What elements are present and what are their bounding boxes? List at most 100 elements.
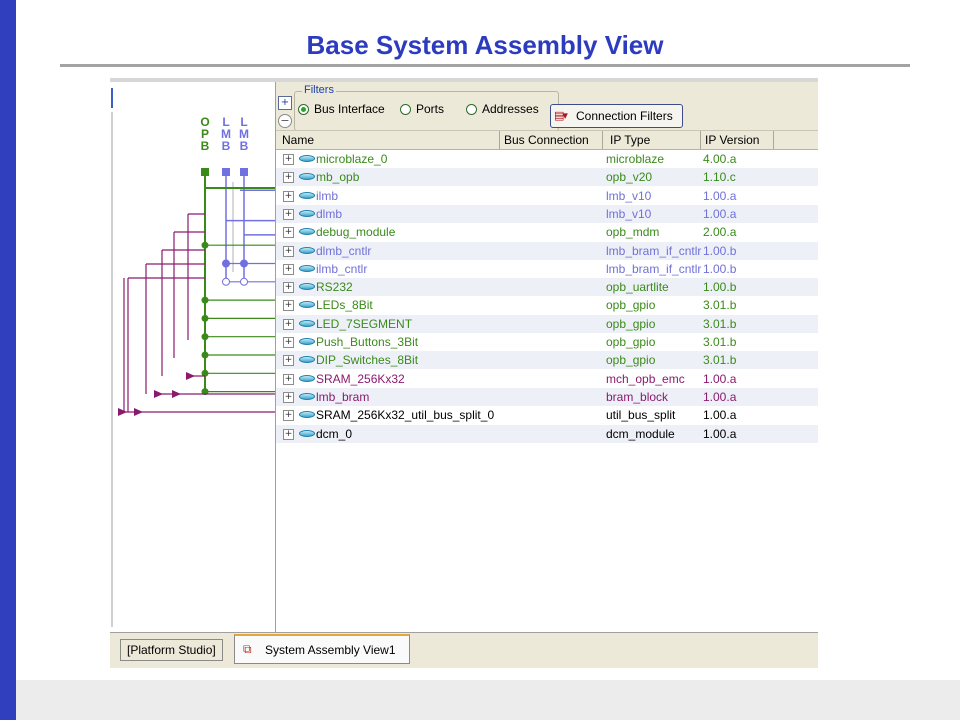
lmb-bus-connector-icon — [240, 168, 248, 176]
ip-table: Name Bus Connection IP Type IP Version +… — [276, 130, 818, 632]
table-header: Name Bus Connection IP Type IP Version — [276, 130, 818, 150]
tree-expand-icon[interactable]: + — [283, 318, 294, 330]
ip-core-icon — [299, 374, 315, 382]
bus-header-letter: B — [239, 139, 249, 153]
ip-core-icon — [299, 264, 315, 272]
column-divider[interactable] — [773, 131, 774, 149]
row-ip-version: 1.00.a — [703, 188, 737, 203]
slide-title: Base System Assembly View — [306, 30, 664, 60]
row-ip-type: opb_gpio — [606, 335, 656, 349]
tab-system-assembly-view[interactable]: ⧉ System Assembly View1 — [234, 634, 410, 664]
bus-connection-dot-icon — [240, 259, 248, 268]
slide-accent-bar — [0, 0, 16, 720]
lmb-bus-connector-icon — [222, 168, 230, 176]
bus-diagram-canvas — [111, 88, 275, 627]
bus-connection-dot-icon — [222, 277, 230, 286]
column-header-ip-version[interactable]: IP Version — [705, 133, 760, 147]
tree-expand-icon[interactable]: + — [283, 190, 294, 202]
tree-expand-icon[interactable]: + — [283, 227, 294, 239]
row-ip-version: 1.00.a — [703, 206, 737, 221]
ip-core-icon — [299, 411, 315, 419]
tree-expand-icon[interactable]: + — [283, 428, 294, 440]
radio-addresses-label: Addresses — [482, 102, 539, 116]
radio-unselected-icon[interactable] — [400, 103, 411, 115]
tree-expand-icon[interactable]: + — [283, 373, 294, 385]
bus-header-letter: M — [239, 127, 249, 141]
row-ip-version: 1.00.a — [703, 389, 737, 404]
column-divider[interactable] — [602, 131, 603, 149]
tree-expand-icon[interactable]: + — [283, 172, 294, 184]
column-header-ip-type[interactable]: IP Type — [610, 133, 651, 147]
bus-header-letter: B — [221, 139, 231, 153]
column-divider[interactable] — [700, 131, 701, 149]
bus-connection-dot-icon — [201, 241, 209, 249]
tree-expand-icon[interactable]: + — [283, 263, 294, 275]
row-name: LEDs_8Bit — [316, 298, 373, 313]
radio-selected-icon[interactable] — [298, 103, 309, 115]
row-name: ilmb_cntlr — [316, 261, 368, 276]
tree-expand-icon[interactable]: + — [283, 410, 294, 422]
ip-core-icon — [299, 283, 315, 291]
ip-core-icon — [299, 301, 315, 309]
ip-core-icon — [299, 356, 315, 364]
tree-expand-icon[interactable]: + — [283, 208, 294, 220]
row-name: mb_opb — [316, 170, 360, 185]
row-name: microblaze_0 — [316, 152, 388, 166]
row-ip-version: 1.00.b — [703, 243, 737, 258]
table-row[interactable]: + SRAM_256Kx32 mch_opb_emc 1.00.a — [276, 370, 818, 388]
ip-core-icon — [299, 209, 315, 217]
filters-label: Filters — [302, 84, 336, 96]
radio-unselected-icon[interactable] — [466, 103, 477, 115]
bus-header-letter: L — [240, 115, 248, 129]
row-ip-version: 1.00.a — [703, 371, 737, 386]
row-ip-version: 1.00.b — [703, 261, 737, 276]
row-name: debug_module — [316, 225, 396, 240]
filter-toolbar: + − Filters Bus Interface Ports Addresse… — [276, 82, 818, 131]
radio-ports[interactable]: Ports — [400, 102, 444, 116]
tree-expand-icon[interactable]: + — [283, 355, 294, 367]
tree-expand-icon[interactable]: + — [283, 300, 294, 312]
radio-bus-interface[interactable]: Bus Interface — [298, 102, 385, 116]
row-name: SRAM_256Kx32 — [316, 371, 405, 386]
column-header-bus-connection[interactable]: Bus Connection — [504, 133, 589, 147]
expand-all-icon[interactable]: + — [278, 96, 292, 110]
radio-addresses[interactable]: Addresses — [466, 102, 539, 116]
bus-header-letter: O — [200, 115, 210, 129]
row-ip-version: 3.01.b — [703, 335, 737, 349]
tree-expand-icon[interactable]: + — [283, 282, 294, 294]
tab-platform-studio[interactable]: [Platform Studio] — [120, 639, 223, 661]
tree-expand-icon[interactable]: + — [283, 391, 294, 403]
tree-expand-icon[interactable]: + — [283, 245, 294, 257]
tree-expand-icon[interactable]: + — [283, 337, 294, 348]
row-name: RS232 — [316, 280, 353, 295]
row-ip-type: opb_gpio — [606, 353, 656, 368]
row-ip-type: lmb_v10 — [606, 206, 652, 221]
row-ip-version: 1.10.c — [703, 170, 736, 185]
column-header-name[interactable]: Name — [282, 133, 315, 147]
bus-connection-dot-icon — [201, 388, 209, 396]
row-ip-type: mch_opb_emc — [606, 371, 685, 386]
bus-connection-dot-icon — [222, 259, 230, 268]
bus-connection-dot-icon — [240, 277, 248, 286]
collapse-all-icon[interactable]: − — [278, 114, 292, 128]
column-divider[interactable] — [499, 131, 500, 149]
ip-core-icon — [299, 246, 315, 254]
connection-filters-button[interactable]: ▤▾ Connection Filters — [550, 104, 683, 128]
tree-expand-icon[interactable]: + — [283, 154, 294, 165]
